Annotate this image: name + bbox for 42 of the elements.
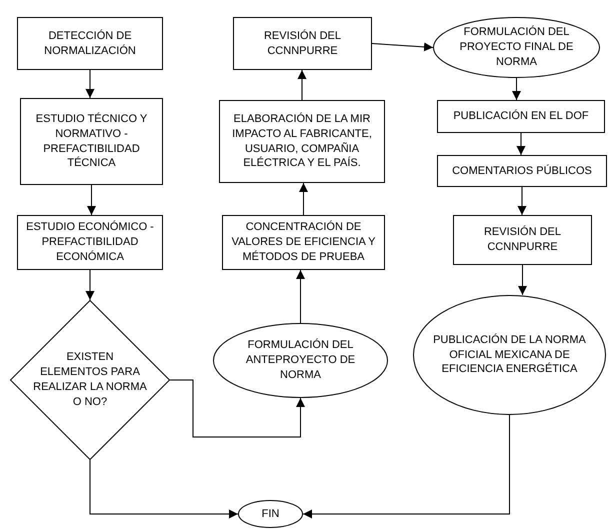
arrow bbox=[302, 414, 510, 518]
node-text: FORMULACIÓN DEL PROYECTO FINAL DE NORMA bbox=[458, 25, 574, 70]
arrow bbox=[90, 460, 238, 518]
node-text: ESTUDIO ECONÓMICO - PREFACTIBILIDAD ECONÓMICA bbox=[25, 220, 155, 265]
arrow bbox=[372, 42, 434, 52]
node-text: COMENTARIOS PÚBLICOS bbox=[452, 164, 592, 178]
node-text: PUBLICACIÓN DE LA NORMA OFICIAL MEXICANA DE EFICIENCIA ENERGÉTICA bbox=[432, 332, 587, 378]
arrow bbox=[296, 270, 305, 324]
arrow bbox=[87, 184, 96, 216]
node-text: PUBLICACIÓN EN EL DOF bbox=[453, 109, 589, 124]
process-ellipse bbox=[213, 323, 388, 398]
node-text: REVISIÓN DEL CCNNPURRE bbox=[482, 225, 562, 255]
process-ellipse bbox=[413, 295, 606, 415]
node-text: REVISIÓN DEL CCNNPURRE bbox=[262, 28, 342, 58]
process-box bbox=[17, 17, 163, 70]
process-box bbox=[453, 215, 592, 265]
arrow bbox=[512, 78, 521, 100]
arrow bbox=[86, 70, 94, 98]
arrow bbox=[518, 186, 526, 216]
arrow bbox=[298, 70, 306, 100]
arrow bbox=[518, 264, 527, 296]
node-text: CONCENTRACIÓN DE VALORES DE EFICIENCIA Y MÉTODOS DE PRUEBA bbox=[230, 220, 376, 265]
process-box bbox=[233, 17, 372, 70]
node-text: FIN bbox=[262, 506, 280, 522]
process-box bbox=[20, 98, 163, 185]
process-ellipse bbox=[238, 500, 303, 528]
process-box bbox=[219, 100, 385, 183]
node-text: DETECCIÓN DE NORMALIZACIÓN bbox=[43, 28, 137, 58]
arrow bbox=[86, 270, 94, 300]
process-ellipse bbox=[433, 17, 600, 78]
node-text: ESTUDIO TÉCNICO Y NORMATIVO - PREFACTIBILIDAD TÉCNICA bbox=[34, 112, 148, 172]
arrow bbox=[170, 380, 305, 438]
node-text: EXISTEN ELEMENTOS PARA REALIZAR LA NORMA O NO? bbox=[32, 350, 148, 410]
node-text: ELABORACIÓN DE LA MIR IMPACTO AL FABRICANTE, USUARIO, COMPAÑIA ELÉCTRICA Y EL PAÍS. bbox=[231, 112, 373, 172]
process-box bbox=[437, 100, 605, 133]
decision-diamond bbox=[10, 300, 170, 460]
arrow bbox=[299, 182, 308, 216]
process-box bbox=[17, 215, 163, 270]
arrow bbox=[516, 132, 526, 156]
process-box bbox=[437, 155, 607, 187]
process-box bbox=[222, 215, 385, 270]
node-text: FORMULACIÓN DEL ANTEPROYECTO DE NORMA bbox=[244, 338, 356, 383]
